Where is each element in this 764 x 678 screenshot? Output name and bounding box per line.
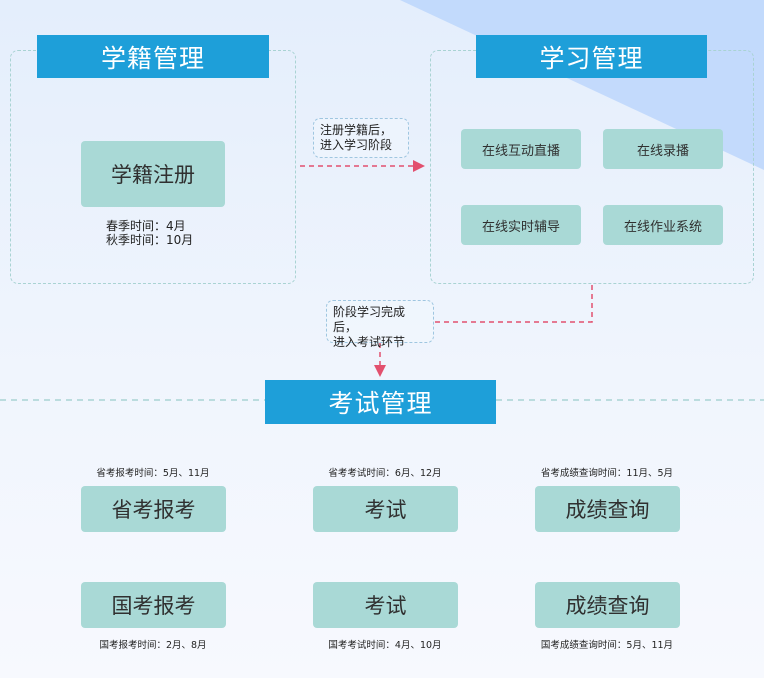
register-box[interactable]: 学籍注册 <box>81 141 225 207</box>
national-register-box[interactable]: 国考报考 <box>81 582 226 628</box>
callout-exam: 阶段学习完成后， 进入考试环节 <box>326 300 434 349</box>
national-score-time: 国考成绩查询时间：5月、11月 <box>540 640 674 651</box>
study-header: 学习管理 <box>476 35 707 78</box>
callout-exam-line1: 阶段学习完成后， <box>333 305 406 334</box>
provincial-score-time: 省考成绩查询时间：11月、5月 <box>540 468 674 479</box>
callout-register: 注册学籍后， 进入学习阶段 <box>313 118 409 158</box>
exam-header: 考试管理 <box>265 380 496 424</box>
provincial-exam-box[interactable]: 考试 <box>313 486 458 532</box>
national-exam-time: 国考考试时间：4月、10月 <box>328 640 442 651</box>
study-item-recorded[interactable]: 在线录播 <box>603 129 723 169</box>
spring-time: 春季时间：4月 <box>106 219 186 233</box>
arrow-study-to-exam <box>434 285 593 323</box>
provincial-register-box[interactable]: 省考报考 <box>81 486 226 532</box>
study-item-tutoring[interactable]: 在线实时辅导 <box>461 205 581 245</box>
study-item-live[interactable]: 在线互动直播 <box>461 129 581 169</box>
provincial-score-box[interactable]: 成绩查询 <box>535 486 680 532</box>
national-score-box[interactable]: 成绩查询 <box>535 582 680 628</box>
national-register-time: 国考报考时间：2月、8月 <box>99 640 207 651</box>
provincial-register-time: 省考报考时间：5月、11月 <box>96 468 210 479</box>
study-item-homework[interactable]: 在线作业系统 <box>603 205 723 245</box>
national-exam-box[interactable]: 考试 <box>313 582 458 628</box>
xueji-header: 学籍管理 <box>37 35 269 78</box>
callout-exam-line2: 进入考试环节 <box>333 335 406 349</box>
autumn-time: 秋季时间：10月 <box>106 233 194 247</box>
callout-register-line1: 注册学籍后， <box>320 123 393 137</box>
provincial-exam-time: 省考考试时间：6月、12月 <box>328 468 442 479</box>
callout-register-line2: 进入学习阶段 <box>320 138 393 152</box>
